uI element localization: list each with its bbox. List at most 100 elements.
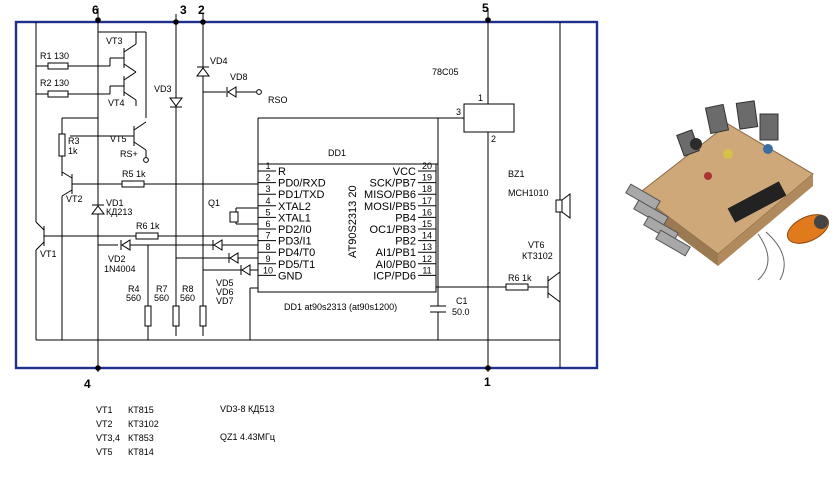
r5-label: R5 1k (122, 169, 146, 179)
ic-pin-number: 11 (422, 265, 431, 275)
ic-pin-number: 3 (265, 184, 270, 194)
vt4-label: VT4 (108, 98, 125, 108)
rs-plus-label: RS+ (120, 149, 138, 159)
r4-value: 560 (126, 293, 141, 303)
ic-pin-number: 2 (265, 173, 270, 183)
r7-label: R7 (156, 284, 168, 294)
r3-label: R3 (68, 136, 80, 146)
r1-resistor (36, 58, 111, 70)
bz1-label: BZ1 (508, 169, 525, 179)
r2-label: R2 130 (40, 78, 69, 88)
svg-text:VT1: VT1 (96, 405, 113, 415)
ic-pin-name: PD5/T1 (278, 259, 315, 271)
terminal-5: 5 (482, 1, 489, 15)
vd7-diode (203, 264, 258, 276)
vd3-diode (169, 97, 183, 108)
regulator-label: 78С05 (432, 67, 459, 77)
terminal-2: 2 (198, 3, 205, 17)
terminal-6: 6 (92, 3, 99, 17)
vd4-diode (196, 66, 210, 77)
ic-dd1 (257, 118, 438, 293)
r1-label: R1 130 (40, 51, 69, 61)
r6-upper-resistor (135, 232, 258, 240)
ic-pin-name: PB4 (395, 212, 416, 224)
vd1-type: КД213 (106, 207, 132, 217)
ic-pin-name: PD3/I1 (278, 236, 312, 248)
ic-pin-number: 19 (422, 173, 432, 183)
r6-lower-label: R6 1k (508, 273, 532, 283)
ic-pin-name: PB2 (395, 236, 416, 248)
chip-name: AT90S2313 20 (347, 185, 359, 258)
vd7-label: VD7 (216, 296, 234, 306)
r6-lower-resistor (436, 283, 548, 291)
dd1-caption: DD1 at90s2313 (at90s1200) (284, 302, 397, 312)
vd6-label: VD6 (216, 287, 234, 297)
vd5-diode (212, 239, 223, 251)
svg-text:VD3-8 КД513: VD3-8 КД513 (220, 404, 274, 414)
ic-pin-name: PD0/RXD (278, 178, 326, 190)
ic-pin-number: 16 (422, 207, 432, 217)
ic-pin-number: 1 (265, 161, 270, 171)
r3-resistor (58, 117, 98, 176)
vd8-label: VD8 (230, 72, 248, 82)
vd3-label: VD3 (154, 84, 172, 94)
bz1-speaker (555, 193, 571, 219)
q1-label: Q1 (208, 198, 220, 208)
svg-text:VT5: VT5 (96, 447, 113, 457)
voltage-regulator (258, 20, 515, 133)
r6-upper-label: R6 1k (136, 221, 160, 231)
vt2-transistor (61, 171, 122, 340)
ic-pin-number: 20 (422, 161, 432, 171)
vt2-label: VT2 (66, 194, 83, 204)
svg-text:КТ814: КТ814 (128, 447, 154, 457)
ic-pin-name: XTAL1 (278, 212, 311, 224)
r8-value: 560 (180, 293, 195, 303)
vt4-transistor (110, 71, 137, 101)
ic-pin-name: SCK/PB7 (370, 178, 416, 190)
ic-pin-name: VCC (393, 166, 416, 178)
board-frame (14, 20, 599, 370)
ic-pin-number: 7 (265, 231, 270, 241)
ic-pin-name: GND (278, 270, 303, 282)
r7-resistor (172, 305, 180, 327)
svg-text:VT2: VT2 (96, 419, 113, 429)
ic-pin-name: ICP/PD6 (373, 270, 416, 282)
ic-pin-number: 13 (422, 242, 432, 252)
ic-pin-name: PD2/I0 (278, 224, 312, 236)
vd5-label: VD5 (216, 278, 234, 288)
ic-pin-name: AI1/PB1 (376, 247, 416, 259)
svg-text:КТ3102: КТ3102 (128, 419, 159, 429)
vd6-diode (176, 252, 258, 264)
dd1-label: DD1 (328, 148, 346, 158)
vt6-type: КТ3102 (522, 251, 553, 261)
board-photo (608, 84, 836, 284)
vd1-label: VD1 (106, 198, 124, 208)
vd2-type: 1N4004 (104, 264, 136, 274)
vt6-transistor (547, 271, 561, 303)
ic-pin-number: 10 (263, 265, 273, 275)
vd2-diode (98, 239, 258, 251)
reg-pin3: 3 (456, 107, 461, 117)
vt1-label: VT1 (40, 249, 57, 259)
vd1-diode (91, 204, 105, 215)
r7-value: 560 (154, 293, 169, 303)
ic-pin-number: 6 (265, 219, 270, 229)
vt6-label: VT6 (528, 240, 545, 250)
ic-pin-number: 14 (422, 231, 432, 241)
c1-value: 50.0 (452, 307, 470, 317)
svg-text:КТ815: КТ815 (128, 405, 154, 415)
ic-pin-number: 12 (422, 254, 432, 264)
ic-pin-name: R (278, 166, 286, 178)
ic-pin-number: 4 (265, 196, 270, 206)
ic-pin-name: OC1/PB3 (370, 224, 416, 236)
vt3-label: VT3 (106, 36, 123, 46)
ic-pin-name: PD4/T0 (278, 247, 315, 259)
vt3-transistor (110, 32, 137, 73)
vd4-label: VD4 (210, 56, 228, 66)
ic-pin-name: MISO/PB6 (364, 189, 416, 201)
